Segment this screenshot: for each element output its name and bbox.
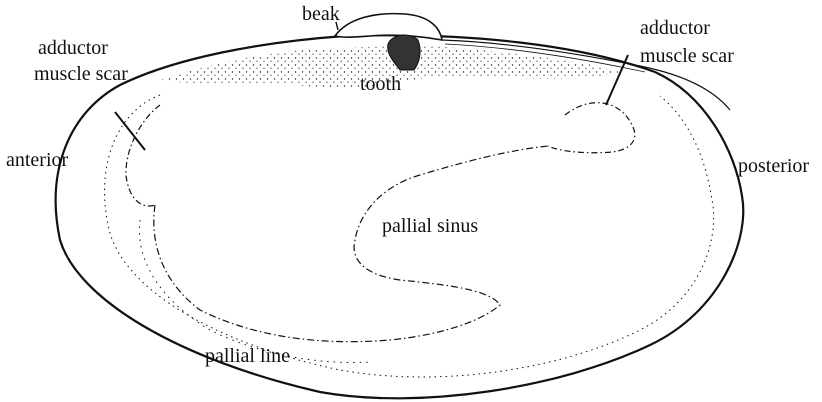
label-adductor-left-1: adductor <box>38 37 108 59</box>
label-adductor-left-2: muscle scar <box>34 63 128 85</box>
label-pallial-line: pallial line <box>205 345 290 367</box>
label-posterior: posterior <box>738 155 809 177</box>
label-pallial-sinus: pallial sinus <box>382 215 478 237</box>
label-tooth: tooth <box>360 73 401 95</box>
label-adductor-right-2: muscle scar <box>640 45 734 67</box>
label-anterior: anterior <box>6 149 69 171</box>
label-adductor-right-1: adductor <box>640 17 710 39</box>
label-beak: beak <box>302 3 340 25</box>
